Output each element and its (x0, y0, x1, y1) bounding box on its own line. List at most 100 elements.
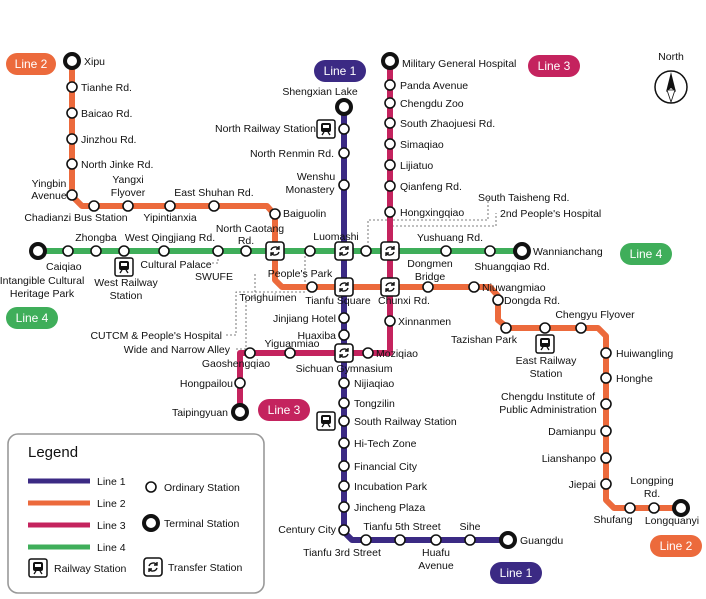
label-yushuang-rd: Yushuang Rd. (417, 232, 483, 244)
label-tianfu-square: Tianfu Square (305, 295, 371, 307)
label-tianhe-rd: Tianhe Rd. (81, 82, 132, 94)
railway-station-icons (114, 119, 555, 431)
badge-line-3-top-text: Line 3 (538, 59, 571, 73)
label-shufang: Shufang (593, 514, 632, 526)
label-jiepai: Jiepai (569, 479, 596, 491)
badge-line-1-top-text: Line 1 (324, 64, 357, 78)
label-north-jinke-rd: North Jinke Rd. (81, 159, 153, 171)
label-shengxian-lake: Shengxian Lake (282, 86, 357, 98)
label-yangxi-2: Flyover (111, 187, 146, 199)
legend-ordinary: Ordinary Station (164, 482, 240, 494)
label-financial-city: Financial City (354, 461, 418, 473)
badge-line-2-top-text: Line 2 (15, 57, 48, 71)
label-huaxiba: Huaxiba (297, 330, 336, 342)
label-south-taisheng-rd: South Taisheng Rd. (478, 192, 569, 204)
label-2nd-peoples-hospital: 2nd People's Hospital (500, 208, 601, 220)
badge-line-2-top (6, 53, 56, 75)
label-xinnanmen: Xinnanmen (398, 316, 451, 328)
legend-line-1: Line 1 (97, 476, 126, 488)
label-dongmen-1: Dongmen (407, 258, 453, 270)
label-institute-2: Public Administration (499, 404, 597, 416)
label-longquanyi: Longquanyi (645, 515, 699, 527)
label-chengdu-zoo: Chengdu Zoo (400, 98, 464, 110)
label-swufe: SWUFE (195, 271, 233, 283)
badge-line-1-bottom (490, 562, 542, 584)
label-east-railway-2: Station (530, 368, 563, 380)
line-badges: Line 2 Line 1 Line 3 Line 4 Line 4 Line … (6, 53, 702, 584)
label-chadianzi: Chadianzi Bus Station (24, 212, 127, 224)
label-tazishan-park: Tazishan Park (451, 334, 518, 346)
badge-line-2-bottom (650, 535, 702, 557)
legend-transfer-icon (143, 557, 163, 577)
label-wenshu-2: Monastery (285, 184, 335, 196)
label-zhongba: Zhongba (75, 232, 117, 244)
label-wide-narrow-alley: Wide and Narrow Alley (124, 344, 231, 356)
label-intangible-2: Heritage Park (10, 288, 75, 300)
label-dongmen-2: Bridge (415, 271, 446, 283)
label-north-railway-station: North Railway Station (215, 123, 316, 135)
label-west-railway-2: Station (110, 290, 143, 302)
badge-line-1-bottom-text: Line 1 (500, 566, 533, 580)
label-sihe: Sihe (459, 521, 480, 533)
label-moziqiao: Moziqiao (376, 348, 418, 360)
label-luomashi: Luomashi (313, 231, 359, 243)
label-military-general-hospital: Military General Hospital (402, 58, 516, 70)
legend: Legend Line 1 Line 2 Line 3 Line 4 Ordin… (7, 433, 265, 594)
label-taipingyuan: Taipingyuan (172, 407, 228, 419)
label-chunxi-rd: Chunxi Rd. (378, 295, 430, 307)
label-east-railway-1: East Railway (516, 355, 577, 367)
label-jinjiang-hotel: Jinjiang Hotel (273, 313, 336, 325)
label-huafu-1: Huafu (422, 547, 450, 559)
label-xipu: Xipu (84, 56, 105, 68)
label-yiguanmiao: Yiguanmiao (264, 338, 319, 350)
label-yangxi-1: Yangxi (112, 174, 143, 186)
label-intangible-1: Intangible Cultural (0, 275, 84, 287)
label-west-qingjiang-rd: West Qingjiang Rd. (125, 232, 215, 244)
label-caiqiao: Caiqiao (46, 261, 82, 273)
label-tonghuimen: Tonghuimen (239, 292, 296, 304)
label-yingbin-1: Yingbin (32, 178, 67, 190)
label-jinzhou-rd: Jinzhou Rd. (81, 134, 136, 146)
label-cutcm: CUTCM & People's Hospital (90, 330, 222, 342)
label-institute-1: Chengdu Institute of (501, 391, 595, 403)
label-gaoshengqiao: Gaoshengqiao (202, 358, 270, 370)
label-hi-tech-zone: Hi-Tech Zone (354, 438, 417, 450)
label-west-railway-1: West Railway (94, 277, 158, 289)
label-longping-2: Rd. (644, 488, 660, 500)
label-niuwangmiao: Niuwangmiao (482, 282, 546, 294)
label-peoples-park: People's Park (268, 268, 333, 280)
label-qianfeng-rd: Qianfeng Rd. (400, 181, 462, 193)
legend-terminal-icon (142, 514, 160, 532)
compass: North (654, 51, 688, 104)
legend-transfer: Transfer Station (168, 562, 242, 574)
transfer-stations (265, 241, 400, 363)
label-tongzilin: Tongzilin (354, 398, 395, 410)
label-south-railway-station: South Railway Station (354, 416, 457, 428)
label-huiwangling: Huiwangling (616, 348, 673, 360)
label-wenshu-1: Wenshu (297, 171, 335, 183)
label-baicao-rd: Baicao Rd. (81, 108, 132, 120)
label-longping-1: Longping (630, 475, 673, 487)
label-lianshanpo: Lianshanpo (542, 453, 596, 465)
label-wannianchang: Wannianchang (533, 246, 603, 258)
label-north-caotang-1: North Caotang (216, 223, 284, 235)
label-tianfu-3rd-street: Tianfu 3rd Street (303, 547, 381, 559)
station-labels: Xipu Tianhe Rd. Baicao Rd. Jinzhou Rd. N… (0, 56, 699, 572)
legend-railway: Railway Station (54, 563, 127, 575)
label-dongda-rd: Dongda Rd. (504, 295, 560, 307)
label-damianpu: Damianpu (548, 426, 596, 438)
label-north-caotang-2: Rd. (238, 235, 254, 247)
label-chengyu-flyover: Chengyu Flyover (555, 309, 635, 321)
legend-line-4: Line 4 (97, 542, 126, 554)
label-yipintianxia: Yipintianxia (143, 212, 196, 224)
badge-line-4-right (620, 243, 672, 265)
label-east-shuhan-rd: East Shuhan Rd. (174, 187, 253, 199)
ordinary-stations (62, 79, 660, 546)
badge-line-4-left (6, 307, 58, 329)
label-incubation-park: Incubation Park (354, 481, 428, 493)
legend-title: Legend (28, 444, 78, 461)
badge-line-3-bottom-text: Line 3 (268, 403, 301, 417)
compass-label: North (658, 51, 684, 63)
badge-line-4-right-text: Line 4 (630, 247, 663, 261)
label-yingbin-2: Avenue (31, 190, 67, 202)
